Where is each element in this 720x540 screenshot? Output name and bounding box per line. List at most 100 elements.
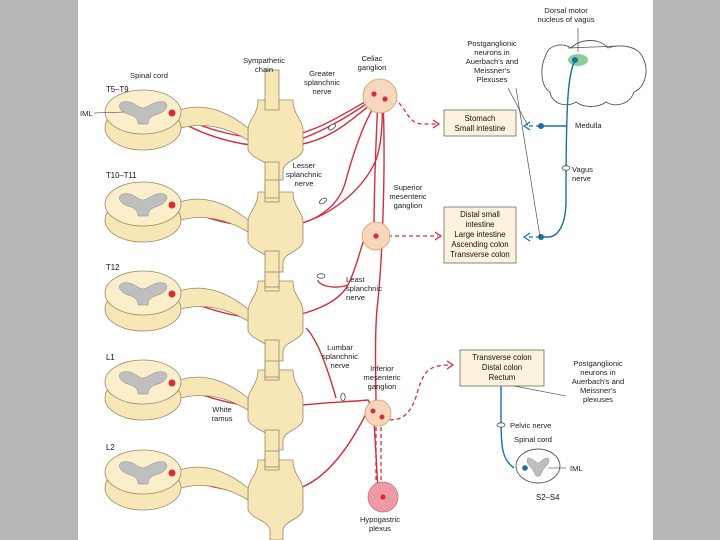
vagal-post-neuron-stomach [538,123,544,129]
organ-middle-line-2: intestine [465,220,494,229]
lumbar-splanchnic-label-1: Lumbar [327,343,353,352]
celiac-neuron-2 [382,96,388,102]
least-splanchnic-label-3: nerve [346,293,365,302]
greater-splanchnic-label-2: splanchnic [304,78,340,87]
slide-canvas: Stomach Small intestine Distal small int… [78,0,653,540]
sacral-grey-matter [526,457,550,477]
celiac-ganglion [362,78,398,114]
vagus-nerve-marker [561,165,571,171]
inferior-mesenteric-label-1: Inferior [370,364,394,373]
least-splanchnic-label-1: Least [346,275,365,284]
spinal-segment-t5-t9 [104,69,304,181]
organ-upper-line-1: Stomach [465,114,496,123]
root-bridge [173,106,249,141]
inferior-neuron-1 [370,408,376,414]
segment-label-t10-t11: T10–T11 [106,171,137,180]
hypogastric-plexus-label-1: Hypogastric [360,515,400,524]
lesser-splanchnic-trunk [287,97,383,227]
least-splanchnic-trunk [317,279,349,288]
segment-label-t12: T12 [106,263,119,272]
vagal-post-neuron-colon [538,234,544,240]
lesser-splanchnic-label-3: nerve [295,179,314,188]
postganglionic-top-label-3: Auerbach's and [466,57,519,66]
pelvic-nerve-label: Pelvic nerve [510,421,551,430]
greater-splanchnic-label-1: Greater [309,69,335,78]
lesser-splanchnic-label-1: Lesser [293,161,316,170]
fiber-t12 [173,229,369,320]
parasympathetic-arrowheads [522,121,531,242]
iml-label-right: IML [570,464,583,473]
postganglionic-bottom-label-2: neurons in [580,368,615,377]
spinal-cord-label-top: Spinal cord [130,71,168,80]
organ-box-upper-frame [443,109,517,137]
arrow-colon [434,231,443,241]
organ-lower-line-1: Transverse colon [472,353,532,362]
parasympathetic-fibers [500,59,576,469]
organ-middle-line-5: Transverse colon [450,250,510,259]
hypogastric-plexus [367,481,399,513]
lesser-splanchnic-marker [319,197,327,205]
segment-label-l1: L1 [106,353,115,362]
sympathetic-chain-label-2: chain [255,65,273,74]
organ-box-upper: Stomach Small intestine [443,109,517,137]
vagus-markers [496,165,571,428]
sacral-cord [515,448,566,484]
superior-neuron [373,233,379,239]
hypogastric-plexus-label-2: plexus [369,524,391,533]
arrow-colon-blue [522,232,531,242]
celiac-ganglion-body [362,78,398,114]
postganglionic-bottom-label-3: Auerbach's and [572,377,625,386]
dorsal-motor-label-2: nucleus of vagus [538,15,595,24]
postganglionic-bottom-label-1: Postganglionic [573,359,623,368]
segment-label-l2: L2 [106,443,115,452]
lumbar-splanchnic-label-3: nerve [331,361,350,370]
chain-ganglion-column [247,99,304,181]
inferior-mesenteric-ganglion [364,399,392,427]
lumbar-splanchnic-trunk [305,327,337,399]
organ-lower-line-2: Distal colon [482,363,522,372]
chain-connector-2 [264,271,280,288]
organ-box-lower-frame [459,349,545,387]
organ-upper-line-2: Small intestine [455,124,506,133]
vagus-nerve-label-1: Vagus [572,165,593,174]
dorsal-motor-label-1: Dorsal motor [544,6,588,15]
celiac-neuron-1 [371,91,377,97]
organ-middle-line-3: Large intestine [454,230,505,239]
inferior-neuron-2 [379,414,385,420]
postganglionic-bottom-label-5: plexuses [583,395,613,404]
superior-mesenteric-label-3: ganglion [394,201,423,210]
pointer-top-b [515,87,541,238]
vagus-trunk [540,59,576,238]
iml-left-pointer [93,111,125,114]
postganglionic-top-label-1: Postganglionic [467,39,517,48]
organ-box-middle-frame [443,206,517,264]
slide-frame-right [653,0,720,540]
arrow-stomach [432,119,441,129]
superior-mesenteric-label-1: Superior [394,183,423,192]
vagus-nerve-label-2: nerve [572,174,591,183]
pelvic-nerve-marker [496,422,506,428]
lumbar-splanchnic-marker [340,392,346,402]
inferior-mesenteric-label-2: mesenteric [363,373,400,382]
sympathetic-chain-label-1: Sympathetic [243,56,285,65]
medulla-label: Medulla [575,121,602,130]
arrow-stomach-blue [522,121,531,131]
organ-lower-line-3: Rectum [489,373,516,382]
segment-label-t5-t9: T5–T9 [106,85,129,94]
pointer-top-a [507,87,529,127]
greater-splanchnic-marker [328,123,336,131]
lumbar-splanchnic-label-2: splanchnic [322,352,358,361]
slide-frame-left [0,0,78,540]
superior-mesenteric-ganglion [361,221,391,251]
lesser-splanchnic-label-2: splanchnic [286,170,322,179]
chain-connector-1 [264,179,280,199]
sympathetic-postganglionic [375,97,451,490]
autonomic-gut-innervation-diagram: Stomach Small intestine Distal small int… [80,6,647,540]
fourth-ventricle [567,45,619,49]
postganglionic-top-label-2: neurons in [474,48,509,57]
celiac-to-superior [373,97,379,231]
pelvic-trunk [500,380,515,469]
celiac-ganglion-label-2: ganglion [358,63,387,72]
white-ramus-label-2: ramus [211,414,232,423]
organ-middle-line-4: Ascending colon [451,240,508,249]
